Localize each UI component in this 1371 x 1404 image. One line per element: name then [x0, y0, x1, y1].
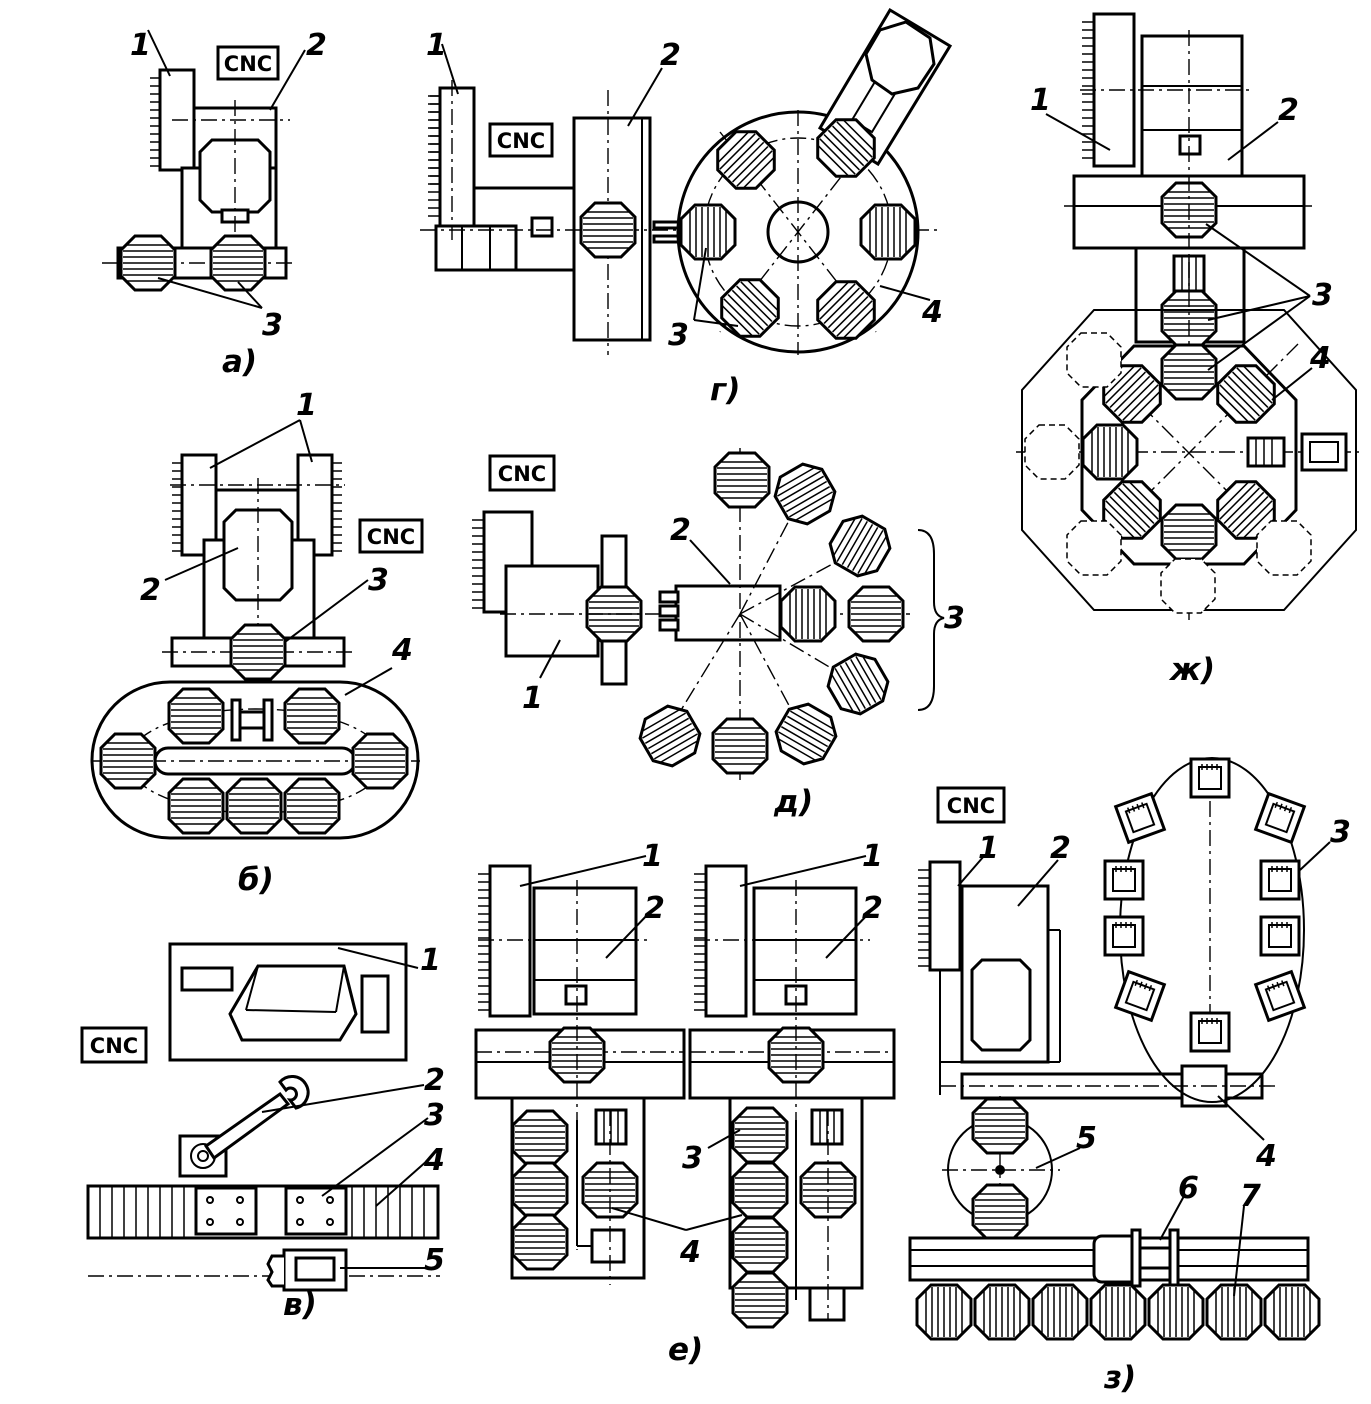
cnc-box-a: CNC — [216, 45, 280, 81]
label-3: 3 — [424, 1098, 445, 1133]
label-2-right: 2 — [862, 891, 883, 926]
panel-e: 1 2 1 2 3 4 е) — [474, 839, 896, 1368]
robot-arm-v — [178, 1075, 310, 1178]
label-2: 2 — [1278, 93, 1299, 128]
label-3: 3 — [944, 601, 965, 636]
label-3: 3 — [668, 318, 689, 353]
label-3: 3 — [682, 1141, 703, 1176]
label-6: 6 — [1178, 1171, 1199, 1206]
panel-b: CNC 1 2 3 4 б) — [90, 388, 424, 898]
label-3: 3 — [262, 308, 283, 343]
cnc-box-g: CNC — [488, 122, 554, 158]
cnc-label: CNC — [497, 129, 545, 153]
cnc-label: CNC — [947, 794, 995, 818]
label-2: 2 — [306, 28, 327, 63]
label-4: 4 — [423, 1143, 445, 1178]
label-1: 1 — [420, 943, 441, 978]
label-7: 7 — [1240, 1179, 1261, 1214]
label-4: 4 — [679, 1235, 701, 1270]
label-1: 1 — [296, 388, 317, 423]
gripper-b — [230, 698, 274, 742]
label-1: 1 — [522, 681, 543, 716]
label-4: 4 — [1255, 1139, 1277, 1174]
label-5: 5 — [424, 1243, 445, 1278]
gripper-d — [658, 584, 782, 642]
label-4: 4 — [1309, 341, 1331, 376]
label-1: 1 — [426, 28, 447, 63]
caption-z: з) — [1103, 1360, 1136, 1396]
label-1: 1 — [642, 839, 663, 874]
cnc-box-d: CNC — [488, 454, 556, 492]
label-5: 5 — [1076, 1121, 1097, 1156]
panel-g: CNC 1 2 3 4 — [420, 7, 953, 408]
caption-e: е) — [668, 1332, 703, 1368]
caption-g: г) — [710, 372, 740, 408]
label-2: 2 — [1050, 831, 1071, 866]
label-1-right: 1 — [862, 839, 883, 874]
label-4: 4 — [921, 295, 943, 330]
caption-zh: ж) — [1168, 652, 1215, 688]
label-2: 2 — [644, 891, 665, 926]
cart-v — [266, 1248, 348, 1292]
cnc-label: CNC — [498, 462, 546, 486]
label-2: 2 — [670, 513, 691, 548]
cnc-label: CNC — [90, 1034, 138, 1058]
label-1: 1 — [1030, 83, 1051, 118]
label-2: 2 — [140, 573, 161, 608]
cnc-box-z: CNC — [936, 786, 1006, 824]
cnc-label: CNC — [224, 52, 272, 76]
caption-a: а) — [222, 344, 257, 380]
caption-d: д) — [773, 784, 813, 820]
caption-b: б) — [238, 862, 274, 898]
label-1: 1 — [978, 831, 999, 866]
cnc-box-b: CNC — [358, 518, 424, 554]
label-4: 4 — [391, 633, 413, 668]
label-1: 1 — [130, 28, 151, 63]
panel-d: CNC — [472, 448, 965, 820]
cnc-box-v: CNC — [80, 1026, 148, 1064]
caption-v: в) — [283, 1287, 317, 1323]
label-3: 3 — [1312, 278, 1333, 313]
panel-zh: 1 2 3 4 ж) — [1016, 12, 1360, 688]
label-2: 2 — [660, 38, 681, 73]
panel-v: CNC — [80, 942, 445, 1323]
label-3: 3 — [1330, 815, 1351, 850]
cnc-label: CNC — [367, 525, 415, 549]
panel-z: CNC — [908, 757, 1351, 1396]
panel-a: CNC 1 2 3 а) — [102, 28, 327, 380]
label-3: 3 — [368, 563, 389, 598]
label-2: 2 — [424, 1063, 445, 1098]
